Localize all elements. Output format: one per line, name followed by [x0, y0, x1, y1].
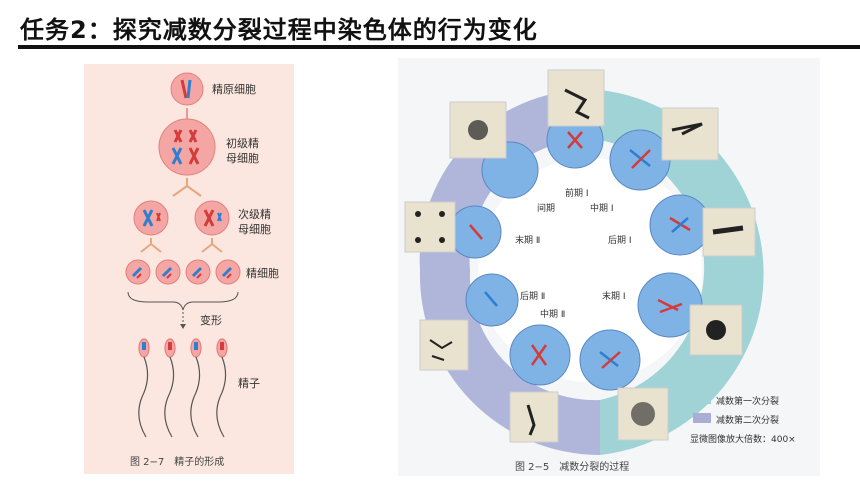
label-spermatogonium: 精原细胞 [212, 83, 256, 96]
legend-magnification: 显微图像放大倍数：400× [690, 435, 796, 445]
stage-metaphase-1: 中期 Ⅰ [590, 204, 614, 214]
micrographs [404, 69, 756, 443]
legend-swatch-second [693, 413, 711, 423]
stage-telophase-1: 末期 Ⅰ [602, 292, 626, 302]
title-underline [18, 45, 860, 49]
stage-anaphase-1: 后期 Ⅰ [608, 236, 632, 246]
stage-telophase-2: 末期 Ⅱ [515, 236, 541, 246]
spermatogonium-cell [170, 72, 204, 106]
first-division-band [600, 90, 764, 455]
label-secondary-spermatocyte-2: 母细胞 [238, 223, 271, 236]
chromosome-red [180, 79, 188, 99]
label-secondary-spermatocyte-1: 次级精 [238, 208, 271, 221]
brace [127, 291, 239, 311]
page-title: 任务2：探究减数分裂过程中染色体的行为变化 [20, 16, 538, 44]
legend-first-division: 减数第一次分裂 [716, 397, 780, 407]
stage-metaphase-2: 中期 Ⅱ [540, 310, 566, 320]
label-primary-spermatocyte-1: 初级精 [226, 137, 259, 150]
right-figure-caption: 图 2−5 减数分裂的过程 [515, 462, 630, 473]
secondary-spermatocyte-cell [133, 200, 169, 236]
stage-interphase: 间期 [537, 204, 556, 214]
stage-prophase-1: 前期 Ⅰ [565, 189, 589, 199]
legend-swatch-first [693, 394, 711, 404]
legend-second-division: 减数第二次分裂 [716, 416, 780, 426]
secondary-spermatocyte-cell [194, 200, 230, 236]
label-transform: 变形 [200, 314, 222, 327]
label-spermatid: 精细胞 [246, 267, 279, 280]
label-sperm: 精子 [238, 377, 260, 390]
left-figure-caption: 图 2−7 精子的形成 [130, 457, 225, 468]
chromosome-blue [186, 79, 192, 99]
stage-anaphase-2: 后期 Ⅱ [520, 292, 546, 302]
label-primary-spermatocyte-2: 母细胞 [226, 152, 259, 165]
